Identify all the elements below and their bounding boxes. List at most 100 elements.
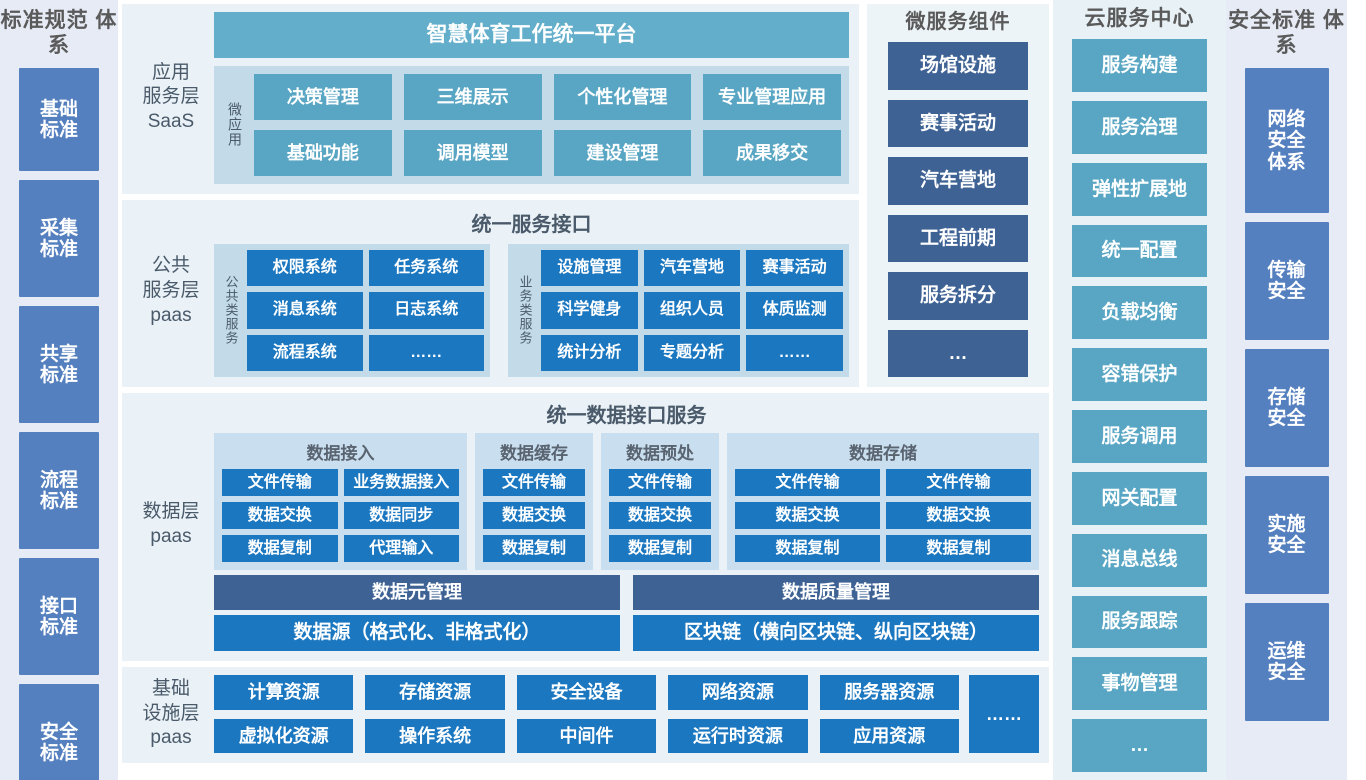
data-layer-label-wrap: 数据层 paas	[128, 399, 214, 651]
ms-sports-events[interactable]: 赛事活动	[888, 99, 1028, 147]
da-data-replication[interactable]: 数据复制	[222, 535, 338, 563]
cloud-message-bus[interactable]: 消息总线	[1072, 533, 1207, 587]
svc-task-system[interactable]: 任务系统	[368, 249, 484, 286]
cloud-service-invocation[interactable]: 服务调用	[1072, 410, 1207, 463]
data-layer-label: 数据层 paas	[142, 501, 200, 547]
cloud-service-build[interactable]: 服务构建	[1072, 39, 1207, 92]
micro-app-personalized[interactable]: 个性化管理	[553, 74, 692, 120]
svc-thematic-analysis[interactable]: 专题分析	[643, 334, 741, 371]
cloud-service-governance[interactable]: 服务治理	[1072, 101, 1207, 154]
svc-message-system[interactable]: 消息系统	[247, 292, 363, 329]
standard-item-process[interactable]: 流程 标准	[19, 432, 99, 550]
svc-physique-monitoring[interactable]: 体质监测	[746, 292, 843, 329]
data-groups: 数据接入 文件传输 业务数据接入 数据交换 数据同步 数据复制 代理输入 数据缓…	[214, 433, 1039, 571]
svc-facility-management[interactable]: 设施管理	[541, 249, 638, 286]
unified-platform-banner[interactable]: 智慧体育工作统一平台	[214, 12, 849, 58]
svc-log-system[interactable]: 日志系统	[368, 292, 484, 329]
cloud-more[interactable]: …	[1072, 719, 1207, 772]
micro-app-basic-function[interactable]: 基础功能	[254, 129, 392, 176]
ms-car-camp[interactable]: 汽车营地	[888, 157, 1028, 205]
svc-process-system[interactable]: 流程系统	[247, 334, 363, 371]
micro-app-decision[interactable]: 决策管理	[254, 74, 392, 120]
infra-storage-resource[interactable]: 存储资源	[365, 675, 505, 710]
svc-permission-system[interactable]: 权限系统	[247, 249, 363, 286]
standard-item-basic[interactable]: 基础 标准	[19, 68, 99, 172]
security-implementation[interactable]: 实施 安全	[1244, 476, 1329, 595]
standard-item-collection[interactable]: 采集 标准	[19, 180, 99, 298]
standard-item-security[interactable]: 安全 标准	[19, 684, 99, 780]
data-layer-content: 统一数据接口服务 数据接入 文件传输 业务数据接入 数据交换 数据同步 数据复制…	[214, 399, 1039, 651]
ms-more[interactable]: …	[888, 329, 1028, 377]
blockchain[interactable]: 区块链（横向区块链、纵向区块链）	[633, 614, 1039, 651]
svc-organization-personnel[interactable]: 组织人员	[643, 292, 741, 329]
left-standards-items: 基础 标准 采集 标准 共享 标准 流程 标准 接口 标准 安全 标准	[19, 68, 99, 780]
data-quality-management[interactable]: 数据质量管理	[633, 575, 1039, 610]
infra-virtualization-resource[interactable]: 虚拟化资源	[214, 718, 354, 753]
ds-data-replication-2[interactable]: 数据复制	[886, 535, 1031, 563]
infra-compute-resource[interactable]: 计算资源	[214, 675, 354, 710]
cloud-elastic-scaling[interactable]: 弹性扩展地	[1072, 162, 1207, 216]
ds-file-transfer-1[interactable]: 文件传输	[735, 469, 880, 497]
micro-app-result-transfer[interactable]: 成果移交	[703, 129, 841, 176]
svc-business-more[interactable]: ……	[746, 334, 843, 371]
ms-service-split[interactable]: 服务拆分	[888, 272, 1028, 320]
da-file-transfer[interactable]: 文件传输	[222, 469, 338, 497]
cloud-load-balancing[interactable]: 负载均衡	[1072, 286, 1207, 340]
da-business-data-access[interactable]: 业务数据接入	[343, 469, 459, 497]
ds-data-exchange-1[interactable]: 数据交换	[735, 502, 880, 530]
cloud-service-tracing[interactable]: 服务跟踪	[1072, 595, 1207, 649]
svc-car-camp[interactable]: 汽车营地	[643, 249, 741, 286]
micro-app-3d-display[interactable]: 三维展示	[403, 74, 542, 120]
dc-file-transfer[interactable]: 文件传输	[483, 469, 585, 497]
service-layer-label-wrap: 公共 服务层 paas	[128, 206, 214, 378]
cloud-service-items: 服务构建 服务治理 弹性扩展地 统一配置 负载均衡 容错保护 服务调用 网关配置…	[1072, 39, 1207, 772]
infra-middleware[interactable]: 中间件	[516, 718, 657, 753]
infra-more[interactable]: ……	[969, 675, 1039, 753]
right-standards-title: 安全标准 体系	[1228, 9, 1345, 58]
infra-operating-system[interactable]: 操作系统	[365, 718, 505, 753]
infra-security-device[interactable]: 安全设备	[516, 675, 657, 710]
standard-item-interface[interactable]: 接口 标准	[19, 558, 99, 676]
data-layer: 数据层 paas 统一数据接口服务 数据接入 文件传输 业务数据接入 数据交换 …	[122, 393, 1049, 661]
dp-data-exchange[interactable]: 数据交换	[609, 502, 711, 530]
upper-row: 应用 服务层 SaaS 智慧体育工作统一平台 微应用 决策管理 三维展示 个性化…	[122, 4, 1049, 387]
cloud-gateway-config[interactable]: 网关配置	[1072, 471, 1207, 525]
standard-item-sharing[interactable]: 共享 标准	[19, 306, 99, 424]
infra-network-resource[interactable]: 网络资源	[668, 675, 808, 710]
ds-data-exchange-2[interactable]: 数据交换	[886, 502, 1031, 530]
cloud-fault-tolerance[interactable]: 容错保护	[1072, 348, 1207, 402]
cloud-transaction-management[interactable]: 事物管理	[1072, 657, 1207, 711]
dc-data-replication[interactable]: 数据复制	[483, 535, 585, 563]
metadata-management[interactable]: 数据元管理	[214, 575, 620, 610]
svc-public-more[interactable]: ……	[368, 334, 484, 371]
ds-data-replication-1[interactable]: 数据复制	[735, 535, 880, 563]
data-source[interactable]: 数据源（格式化、非格式化）	[214, 614, 620, 651]
dp-file-transfer[interactable]: 文件传输	[609, 469, 711, 497]
da-proxy-input[interactable]: 代理输入	[343, 535, 459, 563]
svc-statistical-analysis[interactable]: 统计分析	[541, 334, 638, 371]
dc-data-exchange[interactable]: 数据交换	[483, 502, 585, 530]
da-data-exchange[interactable]: 数据交换	[222, 502, 338, 530]
left-standards-column: 标准规范 体系 基础 标准 采集 标准 共享 标准 流程 标准 接口 标准 安全…	[0, 0, 118, 780]
data-preprocess-group: 数据预处 文件传输 数据交换 数据复制	[601, 433, 719, 571]
data-storage-cells: 文件传输 文件传输 数据交换 数据交换 数据复制 数据复制	[735, 469, 1031, 563]
micro-app-construction[interactable]: 建设管理	[553, 129, 692, 176]
security-operations[interactable]: 运维 安全	[1244, 603, 1329, 722]
dp-data-replication[interactable]: 数据复制	[609, 535, 711, 563]
micro-app-call-model[interactable]: 调用模型	[403, 129, 542, 176]
infra-runtime-resource[interactable]: 运行时资源	[668, 718, 808, 753]
infra-server-resource[interactable]: 服务器资源	[819, 675, 959, 710]
security-network-system[interactable]: 网络 安全 体系	[1244, 68, 1329, 214]
ds-file-transfer-2[interactable]: 文件传输	[886, 469, 1031, 497]
da-data-sync[interactable]: 数据同步	[343, 502, 459, 530]
svc-scientific-fitness[interactable]: 科学健身	[541, 292, 638, 329]
ms-venue-facility[interactable]: 场馆设施	[888, 42, 1028, 90]
infra-application-resource[interactable]: 应用资源	[819, 718, 959, 753]
micro-app-professional[interactable]: 专业管理应用	[703, 74, 841, 120]
svc-sports-events[interactable]: 赛事活动	[746, 249, 843, 286]
security-storage[interactable]: 存储 安全	[1244, 349, 1329, 468]
ms-project-preliminary[interactable]: 工程前期	[888, 214, 1028, 262]
security-transmission[interactable]: 传输 安全	[1244, 222, 1329, 341]
cloud-unified-config[interactable]: 统一配置	[1072, 224, 1207, 278]
data-access-cells: 文件传输 业务数据接入 数据交换 数据同步 数据复制 代理输入	[222, 469, 459, 563]
